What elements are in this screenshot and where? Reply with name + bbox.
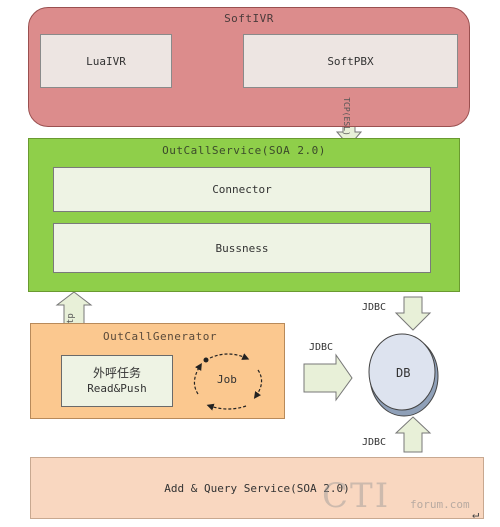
watermark-small-text: forum.com — [410, 498, 470, 511]
add-query-service-label: Add & Query Service(SOA 2.0) — [164, 481, 350, 495]
jdbc-bottom-label: JDBC — [362, 437, 387, 448]
watermark-big-text: CTI — [322, 476, 391, 516]
db-top-down-arrow — [394, 296, 432, 331]
generator-db-arrow — [303, 353, 353, 402]
job-label: Job — [217, 373, 237, 386]
connector-box: Connector — [53, 167, 431, 212]
db-label: DB — [396, 366, 411, 380]
connector-label: Connector — [212, 183, 272, 196]
db-cylinder-icon — [368, 333, 439, 417]
job-cycle-icon — [193, 353, 263, 411]
db-bottom-up-arrow — [394, 416, 432, 453]
luaivr-box: LuaIVR — [40, 34, 172, 88]
add-query-service-box: Add & Query Service(SOA 2.0) — [30, 457, 484, 519]
jdbc-left-label: JDBC — [309, 342, 334, 353]
outcall-service-title: OutCallService(SOA 2.0) — [162, 144, 326, 157]
bussness-box: Bussness — [53, 223, 431, 273]
softpbx-label: SoftPBX — [327, 54, 374, 68]
jdbc-top-label: JDBC — [362, 302, 387, 313]
cti-forum-watermark: CTI forum.com — [322, 476, 492, 522]
bussness-label: Bussness — [215, 241, 269, 255]
task-box: 外呼任务 Read&Push — [61, 355, 173, 407]
softivr-title: SoftIVR — [224, 12, 274, 25]
outcall-generator-title: OutCallGenerator — [103, 330, 217, 343]
luaivr-label: LuaIVR — [86, 54, 126, 68]
tcp-esl-label: TCP(ESL) — [341, 97, 351, 136]
task-en-label: Read&Push — [87, 382, 147, 395]
softpbx-box: SoftPBX — [243, 34, 458, 88]
task-zh-label: 外呼任务 — [92, 366, 141, 380]
return-mark: ↵ — [472, 507, 480, 521]
